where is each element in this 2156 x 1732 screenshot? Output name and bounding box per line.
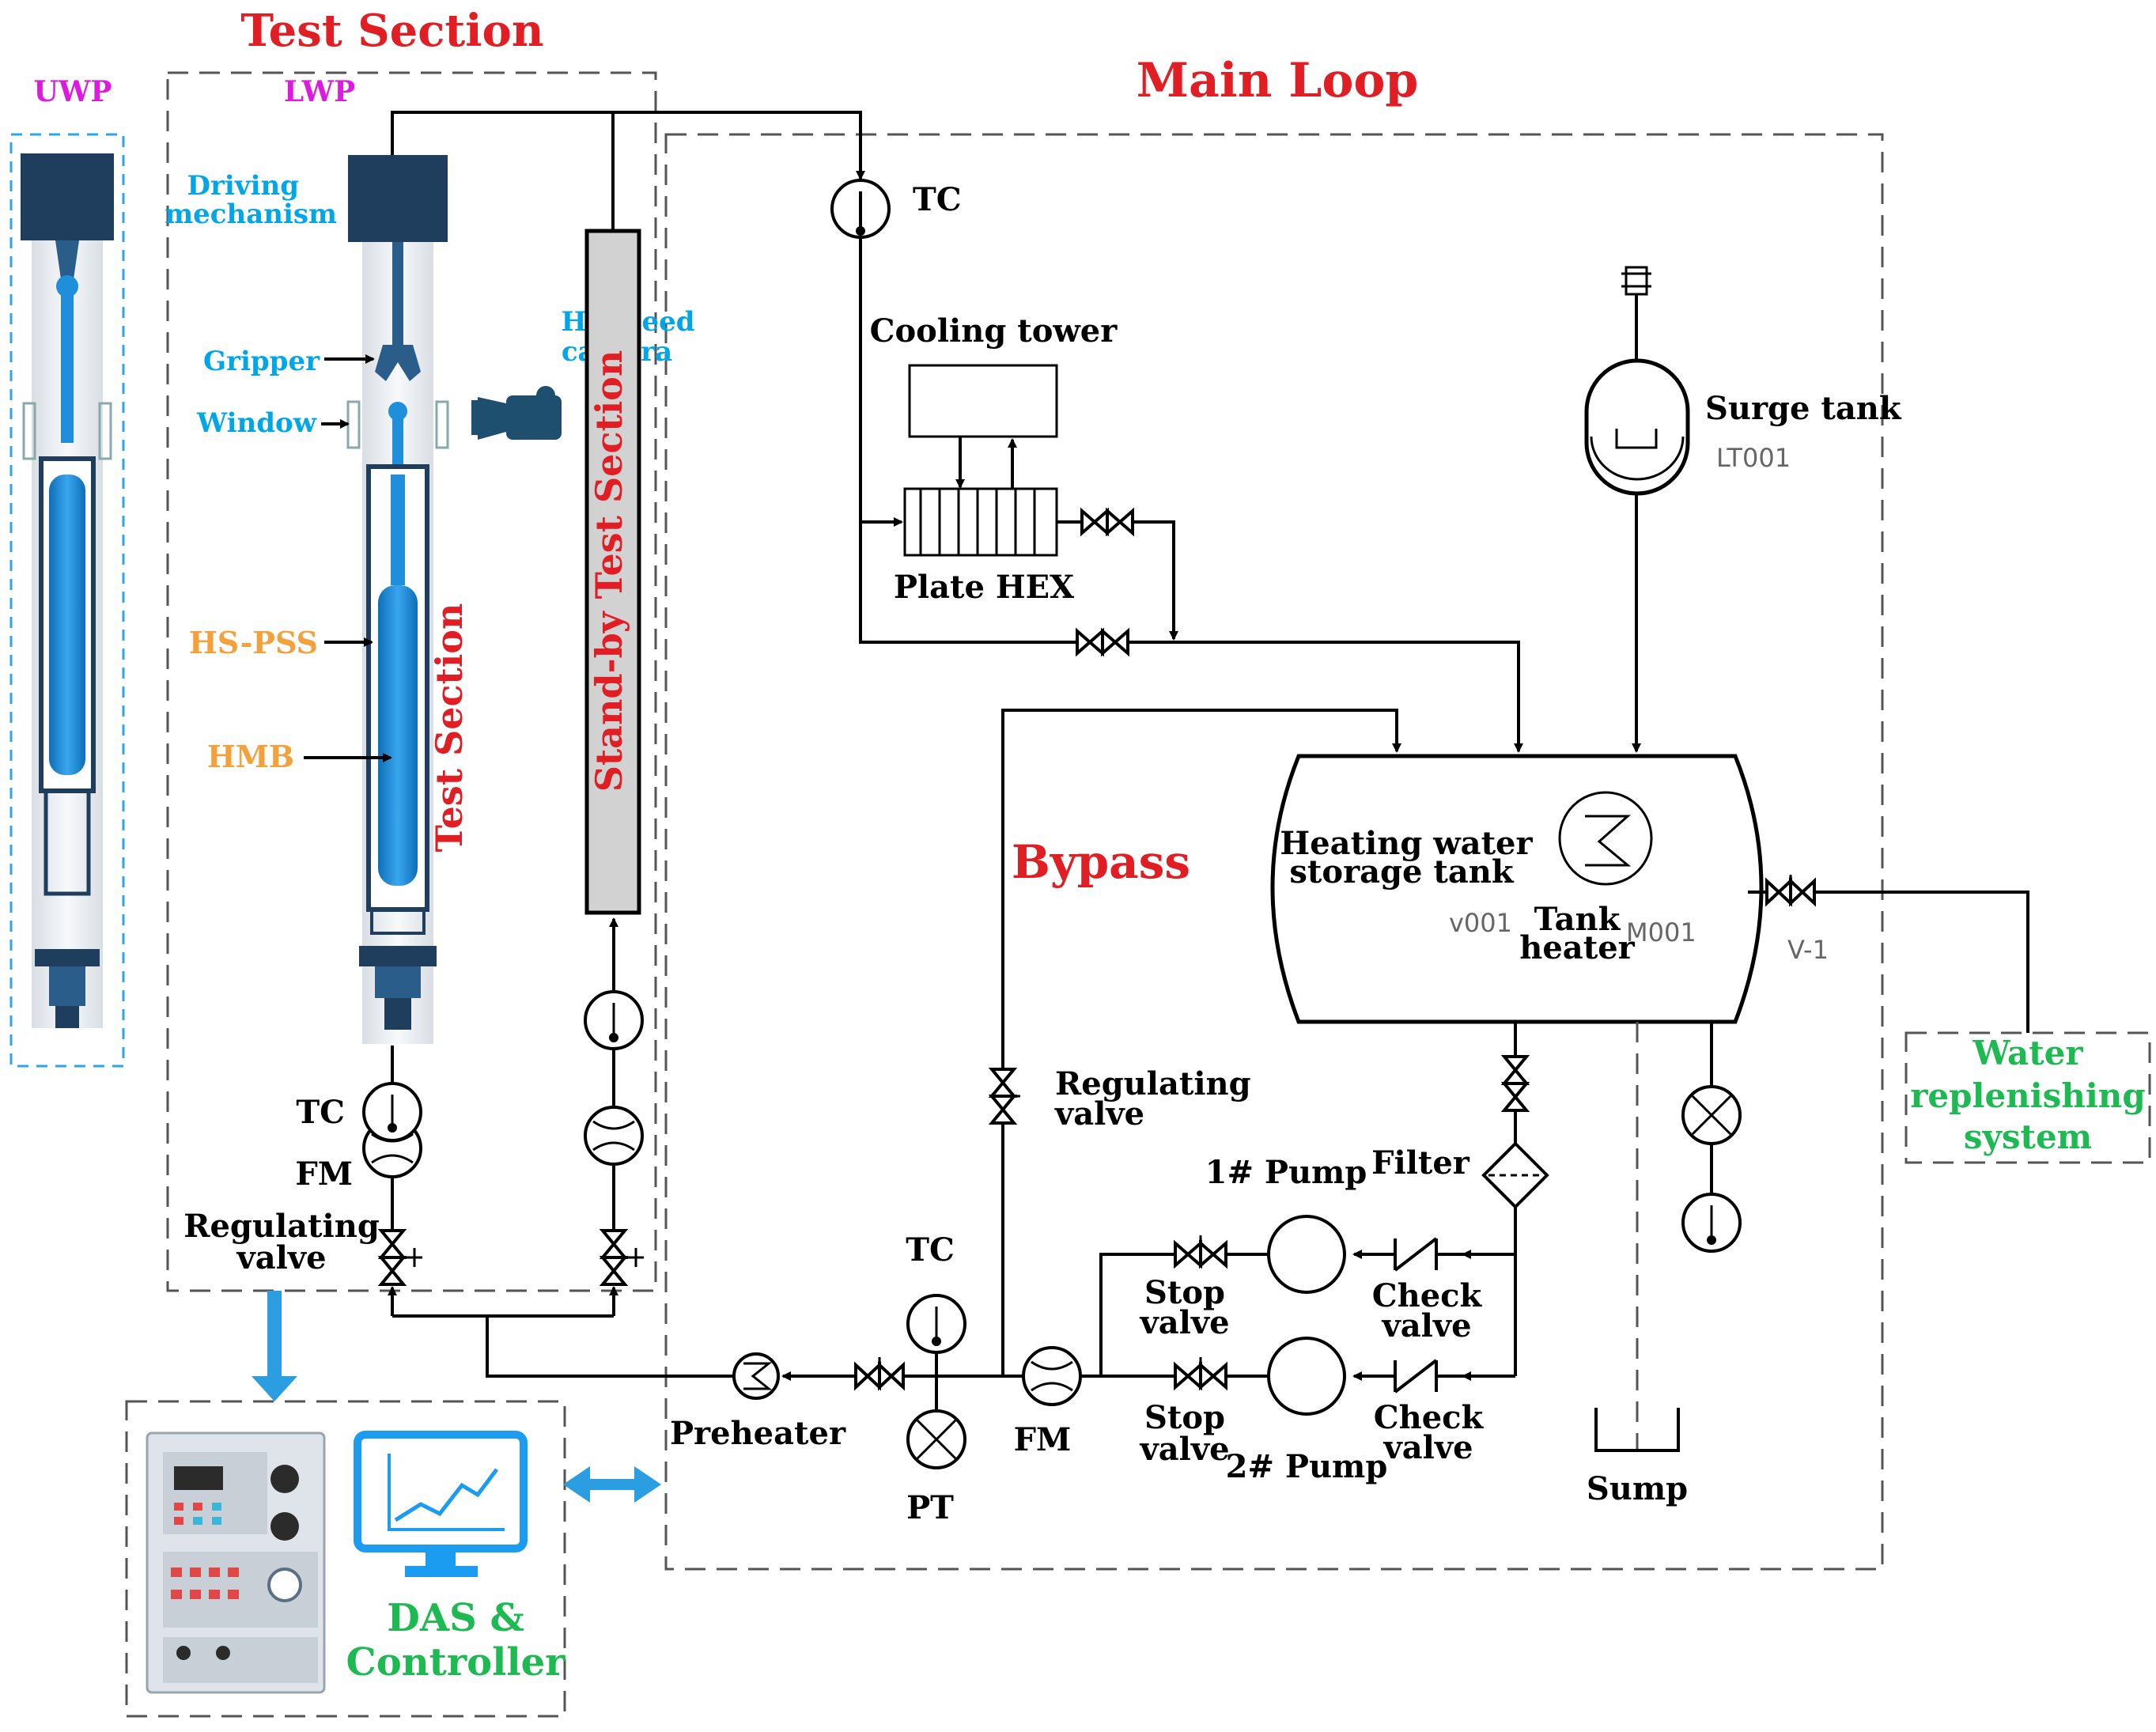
sump-label: Sump — [1587, 1470, 1688, 1507]
check-valve-1-label-1: Check — [1372, 1277, 1483, 1314]
stop-valve-1-label-1: Stop — [1144, 1274, 1225, 1311]
standby-column — [584, 229, 641, 915]
tank-tag: v001 — [1449, 908, 1512, 938]
cooling-tower-label: Cooling tower — [870, 312, 1118, 350]
driving-label-2: mechanism — [165, 199, 337, 230]
bypass-title: Bypass — [1012, 835, 1190, 889]
uwp-assembly — [21, 153, 114, 1028]
tank-title-1: Heating water — [1280, 825, 1533, 862]
uwp-box — [9, 133, 125, 1068]
bypass-regulating-valve-icon — [988, 1068, 1018, 1098]
das-link-arrow-horizontal — [563, 1466, 661, 1503]
check-valve-1-label-2: valve — [1381, 1307, 1471, 1344]
tc-top-label: TC — [913, 181, 962, 218]
preheater-icon — [732, 1352, 780, 1400]
das-link-arrow-down — [267, 1291, 282, 1378]
surge-tank-tag: LT001 — [1716, 443, 1791, 473]
test-section-title: Test Section — [240, 5, 543, 57]
water-rep-1: Water — [1973, 1034, 2084, 1072]
filter-label: Filter — [1371, 1144, 1470, 1182]
hmb-rod — [378, 585, 418, 886]
ts-regulating-label-2: valve — [236, 1239, 326, 1276]
sump — [1594, 1408, 1680, 1452]
water-rep-2: replenishing — [1910, 1076, 2145, 1115]
check-valve-2-label-1: Check — [1374, 1399, 1485, 1436]
hmb-label: HMB — [207, 739, 294, 774]
ts-regulating-label-1: Regulating — [183, 1208, 380, 1245]
gripper-label: Gripper — [203, 346, 320, 377]
main-loop-box — [664, 133, 1884, 1571]
gripper — [375, 345, 421, 381]
stop-valve-2-label-2: valve — [1139, 1431, 1229, 1468]
window-right — [435, 400, 449, 449]
lwp-label: LWP — [284, 75, 355, 108]
tank-heater-label-2: heater — [1519, 929, 1635, 966]
tank-heater-tag: M001 — [1626, 917, 1696, 947]
fm-bottom-icon — [1022, 1346, 1082, 1406]
check-valve-2-label-2: valve — [1382, 1429, 1473, 1466]
das-label-2: Controller — [346, 1640, 566, 1685]
water-rep-3: system — [1964, 1117, 2092, 1156]
window-left — [346, 400, 361, 449]
check-valve-1-icon — [1394, 1237, 1438, 1272]
bypass-regulating-label-2: valve — [1054, 1095, 1144, 1133]
tank-title-2: storage tank — [1289, 853, 1514, 891]
pipe-top — [391, 111, 865, 180]
tc-bottom-label: TC — [906, 1231, 955, 1269]
v1-tag: V-1 — [1787, 935, 1829, 965]
pt-label: PT — [906, 1489, 954, 1526]
fm-bottom-label: FM — [1014, 1421, 1072, 1458]
pump-1-icon — [1267, 1215, 1346, 1294]
stop-valve-2-icon — [1174, 1361, 1202, 1391]
check-valve-2-icon — [1394, 1359, 1438, 1394]
ts-tc-label: TC — [296, 1094, 345, 1131]
tank-heater-icon — [1558, 791, 1653, 886]
cooling-tower — [908, 364, 1058, 438]
hex-outlet-valve-icon — [1080, 507, 1109, 537]
plate-hex-label: Plate HEX — [894, 569, 1074, 606]
bypass-regulating-label-1: Regulating — [1055, 1065, 1251, 1102]
hs-pss-label: HS-PSS — [189, 625, 318, 660]
standby-label: Stand-by Test Section — [588, 350, 630, 792]
lwp-assembly — [346, 155, 449, 1044]
surge-tank — [1584, 266, 1690, 496]
sb-regulating-valve-icon — [599, 1229, 629, 1259]
test-section-vertical: Test Section — [428, 603, 471, 853]
monitor-icon — [354, 1431, 528, 1577]
camera-icon — [471, 386, 562, 440]
control-cabinet-icon — [146, 1431, 326, 1694]
stop-valve-1-icon — [1174, 1239, 1202, 1269]
driving-label-1: Driving — [187, 170, 299, 202]
stop-valve-1-label-2: valve — [1139, 1304, 1229, 1341]
das-label-1: DAS & — [387, 1596, 524, 1640]
sb-fm-icon — [584, 1106, 644, 1166]
preheater-valve-icon — [854, 1361, 881, 1391]
main-loop-title: Main Loop — [1137, 53, 1419, 108]
driving-mechanism — [348, 155, 448, 242]
das-box — [125, 1400, 566, 1718]
tank-heater-label-1: Tank — [1534, 901, 1621, 938]
uwp-label: UWP — [34, 75, 112, 108]
plate-hex — [903, 487, 1058, 557]
v1-valve-icon — [1765, 877, 1792, 907]
hex-bypass-valve-icon — [1076, 627, 1104, 657]
test-section-box — [166, 71, 657, 1292]
pump-2-label: 2# Pump — [1226, 1448, 1388, 1485]
window-label: Window — [196, 407, 317, 439]
water-replenishing-box — [1904, 1031, 2151, 1164]
preheater-label: Preheater — [670, 1415, 846, 1452]
ts-regulating-valve-icon — [377, 1229, 407, 1259]
surge-tank-label: Surge tank — [1705, 390, 1902, 427]
tank-outlet-valve-icon — [1500, 1055, 1530, 1085]
pump-1-label: 1# Pump — [1205, 1154, 1367, 1191]
ts-fm-label: FM — [295, 1155, 353, 1193]
stop-valve-2-label-1: Stop — [1144, 1399, 1225, 1436]
pump-2-icon — [1267, 1337, 1346, 1416]
